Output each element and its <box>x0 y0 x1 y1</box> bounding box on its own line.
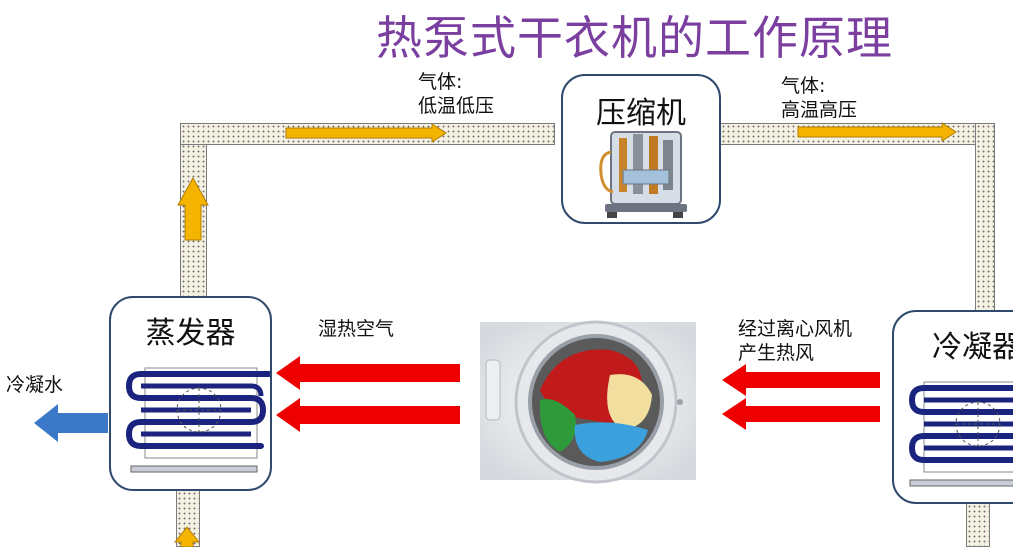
low-gas-line2: 低温低压 <box>418 94 495 117</box>
high-gas-line1: 气体: <box>781 75 826 97</box>
low-pressure-gas-label: 气体: 低温低压 <box>418 71 494 119</box>
condenser-label: 冷凝器 <box>932 330 1013 365</box>
water-arrow-left <box>34 404 108 442</box>
air-arrow-left-upper <box>276 356 460 390</box>
air-arrow-left-right-upper <box>722 364 880 396</box>
pipe-right-vertical <box>975 123 995 313</box>
high-pressure-gas-label: 气体: 高温高压 <box>781 75 857 123</box>
pipe-condenser-bottom <box>966 498 990 547</box>
low-gas-line1: 气体: <box>418 71 463 93</box>
evaporator-label: 蒸发器 <box>145 316 236 351</box>
compressor-box: 压缩机 <box>561 74 721 224</box>
pipe-top-left-horizontal <box>180 123 555 145</box>
pipe-left-vertical <box>180 123 207 298</box>
high-gas-line2: 高温高压 <box>781 98 858 121</box>
hot-air-line2: 产生热风 <box>738 341 815 364</box>
pipe-top-right-horizontal <box>720 123 995 145</box>
hot-air-line1: 经过离心风机 <box>738 318 853 340</box>
pipe-evaporator-bottom <box>176 490 200 547</box>
air-arrow-left-right-lower <box>722 398 880 430</box>
condensate-label: 冷凝水 <box>6 374 64 396</box>
evaporator-box: 蒸发器 <box>109 296 272 491</box>
condenser-coil-illustration <box>908 381 1013 487</box>
compressor-illustration <box>599 131 687 218</box>
humid-air-label: 湿热空气 <box>318 318 395 340</box>
compressor-label: 压缩机 <box>596 96 686 131</box>
air-arrow-left-lower <box>276 398 460 432</box>
condenser-box: 冷凝器 <box>892 310 1013 504</box>
evaporator-coil-illustration <box>125 367 270 473</box>
diagram-title: 热泵式干衣机的工作原理 <box>376 11 893 65</box>
hot-air-label: 经过离心风机 产生热风 <box>738 318 852 366</box>
